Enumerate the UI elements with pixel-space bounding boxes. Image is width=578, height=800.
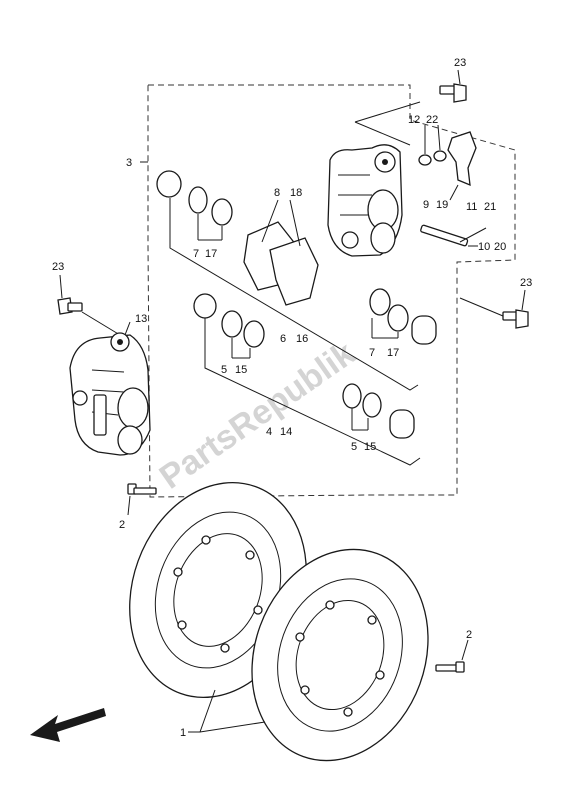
callout-5-upper: 5 <box>221 364 227 376</box>
callout-4: 4 <box>266 426 272 438</box>
front-direction-arrow-icon <box>30 708 106 742</box>
watermark: PartsRepublik <box>153 334 362 496</box>
callout-23-top: 23 <box>454 57 466 69</box>
piston-upper-right <box>369 288 437 345</box>
caliper-assembly-left <box>69 321 151 456</box>
callout-6: 6 <box>280 333 286 345</box>
pad-pin <box>420 224 487 247</box>
callout-9: 9 <box>423 199 429 211</box>
callout-19: 19 <box>436 199 448 211</box>
callout-15-upper: 15 <box>235 364 247 376</box>
leader-1b <box>199 721 266 733</box>
leader-6-16 <box>169 198 419 391</box>
caliper-bolt-right <box>459 289 529 329</box>
callout-7-left: 7 <box>193 248 199 260</box>
callout-13: 13 <box>135 313 147 325</box>
callout-5-lower: 5 <box>351 441 357 453</box>
callout-14: 14 <box>280 426 292 438</box>
brake-disc-right <box>251 548 429 762</box>
callout-17-right: 17 <box>387 347 399 359</box>
caliper-bolt-top <box>439 69 467 103</box>
disc-bolt-left <box>127 483 157 516</box>
callout-12: 12 <box>408 114 420 126</box>
piston-lower-right <box>342 383 415 439</box>
callout-21: 21 <box>484 201 496 213</box>
callout-3: 3 <box>126 157 132 169</box>
callout-2-left: 2 <box>119 519 125 531</box>
callout-2-right: 2 <box>466 629 472 641</box>
pad-spring <box>447 131 477 201</box>
callout-18: 18 <box>290 187 302 199</box>
callout-7-right: 7 <box>369 347 375 359</box>
callout-10: 10 <box>478 241 490 253</box>
pad-pin-plugs <box>418 124 447 166</box>
disc-bolt-right <box>435 639 469 673</box>
callout-17-left: 17 <box>205 248 217 260</box>
callout-15-lower: 15 <box>364 441 376 453</box>
callout-16: 16 <box>296 333 308 345</box>
callout-1: 1 <box>180 727 186 739</box>
callout-8: 8 <box>274 187 280 199</box>
piston-upper-left <box>156 170 233 241</box>
callout-23-right: 23 <box>520 277 532 289</box>
callout-11: 11 <box>466 201 477 213</box>
callout-23-left: 23 <box>52 261 64 273</box>
caliper-body-right <box>327 101 421 257</box>
brake-pads <box>243 199 319 306</box>
callout-22: 22 <box>426 114 438 126</box>
caliper-bolt-left <box>57 274 121 336</box>
piston-middle-left <box>193 293 421 466</box>
caliper-kit-outline <box>147 84 516 498</box>
callout-20: 20 <box>494 241 506 253</box>
